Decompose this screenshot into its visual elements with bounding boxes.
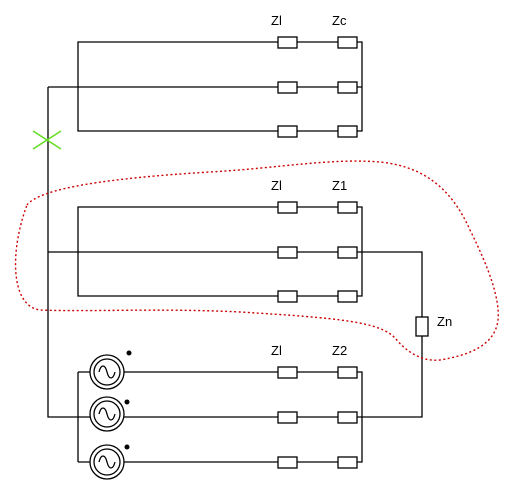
line-impedance-bottom-2 [277, 411, 298, 424]
polarity-dot-1 [126, 350, 132, 356]
capacitor-impedance-3 [337, 125, 358, 138]
source-block: Zl Z2 [47, 87, 363, 480]
polarity-dot-3 [124, 444, 130, 450]
capacitor-impedance-1 [337, 36, 358, 49]
neutral-impedance-block: Zn [362, 314, 452, 418]
line-impedance-bottom-1 [277, 366, 298, 379]
neutral-impedance [415, 316, 429, 337]
load-2-impedance-1 [337, 366, 358, 379]
label-zl-mid: Zl [271, 178, 282, 193]
fault-x-icon [32, 130, 62, 150]
ac-source-2 [89, 396, 125, 432]
label-zl-top: Zl [271, 13, 282, 28]
load-1-feed-wire [48, 251, 423, 317]
ac-source-icon [98, 455, 116, 469]
load-2-impedance-3 [337, 456, 358, 469]
line-impedance-mid-2 [277, 246, 298, 259]
label-z1: Z1 [332, 178, 347, 193]
label-zn: Zn [437, 314, 452, 329]
load-1-block: Zl Z1 [48, 178, 423, 317]
ac-source-1 [89, 354, 125, 390]
load-1-impedance-3 [337, 290, 358, 303]
polarity-dot-2 [124, 399, 130, 405]
line-impedance-top-3 [277, 125, 298, 138]
capacitor-impedance-2 [337, 81, 358, 94]
ac-source-icon [98, 407, 116, 421]
load-1-impedance-2 [337, 246, 358, 259]
neutral-bus-wire [47, 87, 78, 418]
line-impedance-top-1 [277, 36, 298, 49]
line-impedance-top-2 [277, 81, 298, 94]
line-impedance-mid-3 [277, 290, 298, 303]
ac-source-3 [89, 444, 125, 480]
capacitor-bank-block: Zl Zc [48, 13, 363, 138]
protection-zone-outline [14, 160, 499, 361]
capacitor-bank-frame [77, 41, 363, 132]
line-impedance-bottom-3 [277, 456, 298, 469]
ac-source-icon [98, 365, 116, 379]
label-zl-bottom: Zl [271, 343, 282, 358]
line-impedance-mid-1 [277, 201, 298, 214]
load-2-impedance-2 [337, 411, 358, 424]
label-zc: Zc [332, 13, 347, 28]
neutral-return-wire [362, 336, 423, 418]
load-1-impedance-1 [337, 201, 358, 214]
label-z2: Z2 [332, 343, 347, 358]
load-1-frame [77, 206, 363, 297]
